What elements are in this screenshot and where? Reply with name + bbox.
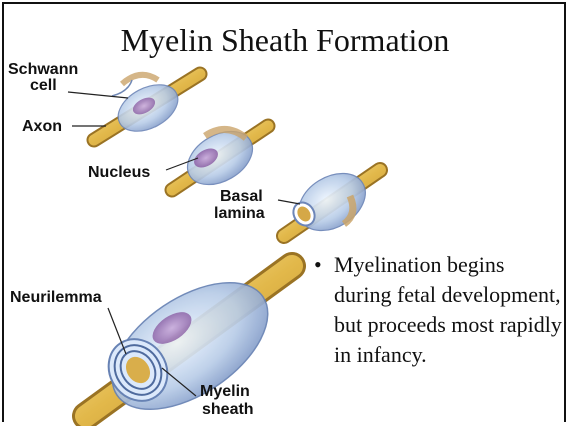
stage-4-myelinated-axon [86, 257, 292, 426]
label-myelin-sheath-line1: Myelin [200, 383, 250, 400]
bullet-point: • Myelination begins during fetal develo… [314, 250, 564, 370]
label-nucleus: Nucleus [88, 164, 150, 181]
label-axon: Axon [22, 118, 62, 135]
label-neurilemma: Neurilemma [10, 289, 102, 306]
stage-3-cell [284, 162, 380, 243]
bullet-icon: • [314, 250, 322, 280]
label-basal-lamina-line1: Basal [220, 188, 263, 205]
stage-2-cell [172, 121, 268, 196]
label-myelin-sheath-line2: sheath [202, 401, 254, 418]
bullet-text: Myelination begins during fetal developm… [314, 250, 564, 370]
label-schwann-cell-line1: Schwann [8, 61, 78, 78]
label-basal-lamina-line2: lamina [214, 205, 265, 222]
label-schwann-cell-line2: cell [30, 77, 57, 94]
stage-1-cell [94, 74, 200, 141]
